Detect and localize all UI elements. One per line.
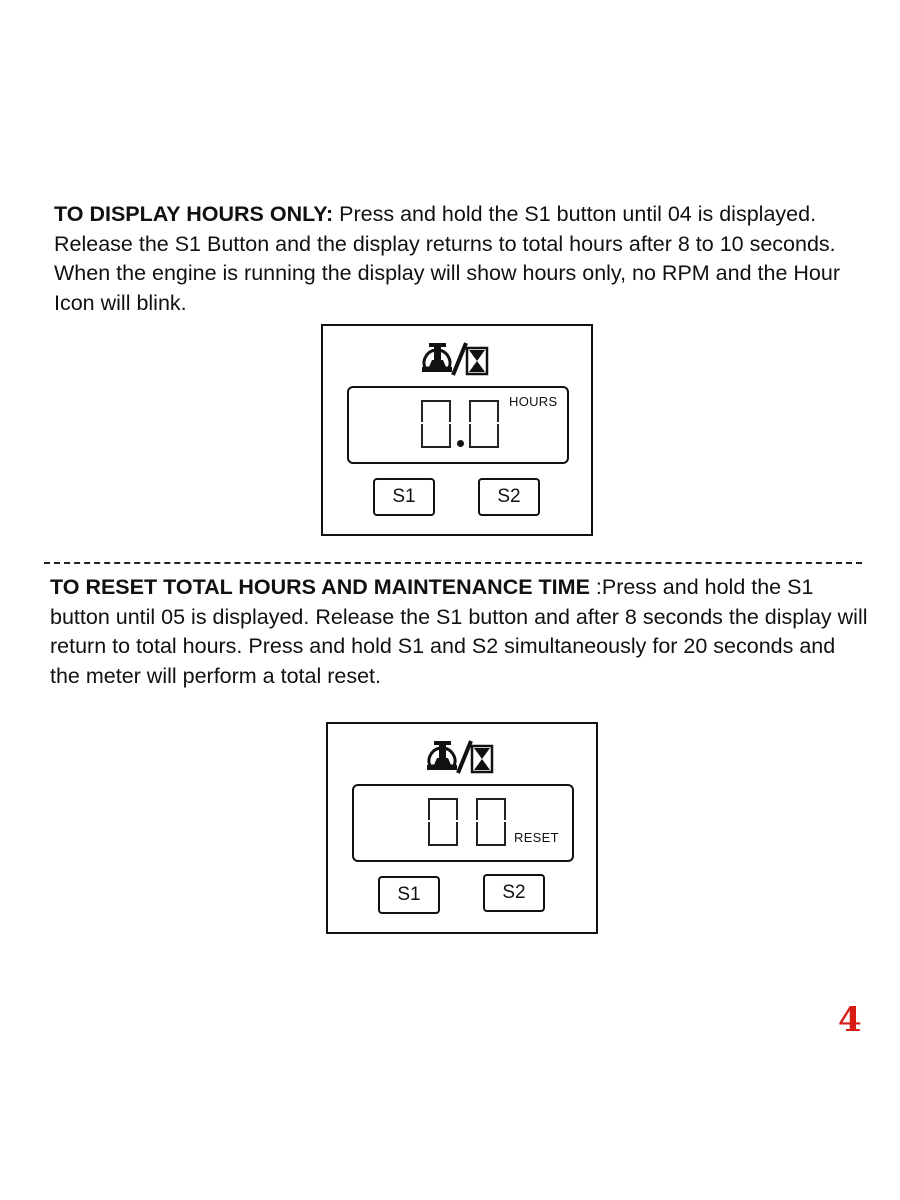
slash-separator <box>451 342 468 376</box>
reset-heading: TO RESET TOTAL HOURS AND MAINTENANCE TIM… <box>50 575 590 599</box>
lcd-digit-2 <box>469 400 499 448</box>
status-icon-group <box>419 338 499 378</box>
reset-paragraph: TO RESET TOTAL HOURS AND MAINTENANCE TIM… <box>50 573 870 691</box>
engine-icon <box>422 343 452 372</box>
lcd-digit-1 <box>421 400 451 448</box>
page-number: 4 <box>838 1000 862 1040</box>
s2-button[interactable]: S2 <box>483 874 545 912</box>
reset-body: :Press and hold the S1 button until 05 i… <box>50 575 868 688</box>
lcd-screen: RESET <box>352 784 574 862</box>
s2-button[interactable]: S2 <box>478 478 540 516</box>
s1-button[interactable]: S1 <box>378 876 440 914</box>
hour-meter-panel-reset: RESET S1 S2 <box>326 722 598 934</box>
hourglass-icon <box>470 744 494 774</box>
section-divider <box>44 562 862 564</box>
hourglass-icon <box>465 346 489 376</box>
lcd-screen: HOURS <box>347 386 569 464</box>
slash-separator <box>456 740 473 774</box>
display-hours-paragraph: TO DISPLAY HOURS ONLY: Press and hold th… <box>54 200 874 318</box>
hours-label: HOURS <box>509 394 558 409</box>
status-icon-group <box>424 736 504 776</box>
display-hours-body: Press and hold the S1 button until 04 is… <box>54 202 840 315</box>
lcd-digit-2 <box>476 798 506 846</box>
engine-icon <box>427 741 457 770</box>
lcd-digit-1 <box>428 798 458 846</box>
display-hours-heading: TO DISPLAY HOURS ONLY: <box>54 202 334 226</box>
hour-meter-panel-hours: HOURS S1 S2 <box>321 324 593 536</box>
lcd-decimal-point <box>457 440 464 447</box>
reset-label: RESET <box>514 830 559 845</box>
s1-button[interactable]: S1 <box>373 478 435 516</box>
